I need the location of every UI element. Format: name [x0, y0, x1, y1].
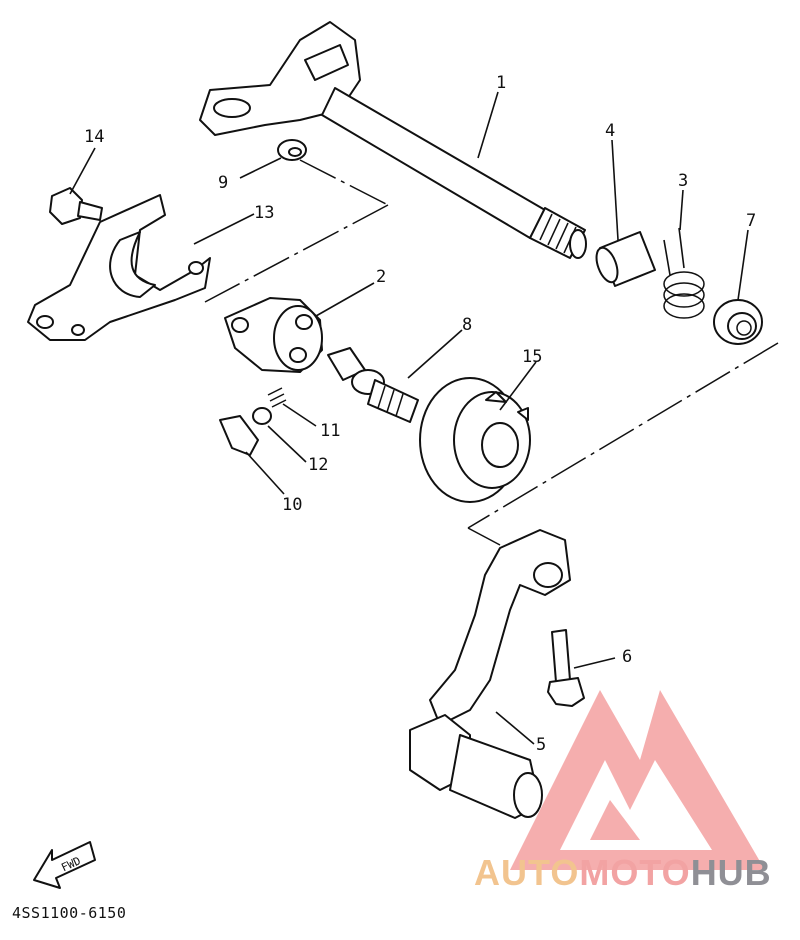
watermark-brand-auto: AUTO [474, 852, 580, 893]
watermark-brand-hub: HUB [690, 852, 772, 893]
washer-9 [277, 139, 307, 161]
callout-numbers: 1 2 3 4 5 6 7 8 9 10 11 12 13 14 15 [84, 73, 756, 755]
callout-8: 8 [462, 315, 472, 335]
callout-9: 9 [218, 173, 228, 193]
callout-1: 1 [496, 73, 506, 93]
oil-seal-7 [713, 299, 763, 345]
callout-10: 10 [282, 495, 302, 515]
shift-pedal-5 [409, 529, 571, 819]
plate-10 [219, 415, 259, 456]
callout-14: 14 [84, 127, 104, 147]
callout-4: 4 [605, 121, 615, 141]
shift-cam-15 [419, 377, 531, 503]
callout-11: 11 [320, 421, 340, 441]
diagram-code: 4SS1100-6150 [12, 904, 127, 922]
callout-15: 15 [522, 347, 542, 367]
bolt-14 [49, 187, 103, 225]
bolt-6 [547, 629, 585, 707]
callout-7: 7 [746, 211, 756, 231]
callout-5: 5 [536, 735, 546, 755]
watermark-logo [510, 690, 765, 870]
segment-2 [224, 297, 323, 373]
collar-4 [595, 231, 656, 287]
assembly-lines [204, 159, 779, 546]
bracket-13 [27, 194, 211, 341]
bolt-8 [327, 347, 419, 423]
callout-6: 6 [622, 647, 632, 667]
callout-3: 3 [678, 171, 688, 191]
fwd-arrow-icon: FWD [33, 841, 96, 889]
callout-12: 12 [308, 455, 328, 475]
shift-shaft [199, 21, 587, 259]
callout-13: 13 [254, 203, 274, 223]
watermark-brand: AUTOMOTOHUB [474, 852, 772, 894]
callout-2: 2 [376, 267, 386, 287]
torsion-spring-3 [663, 227, 705, 319]
ball-12 [252, 407, 272, 425]
spring-11 [267, 387, 287, 408]
watermark-brand-moto: MOTO [579, 852, 691, 893]
leader-lines [69, 91, 749, 745]
